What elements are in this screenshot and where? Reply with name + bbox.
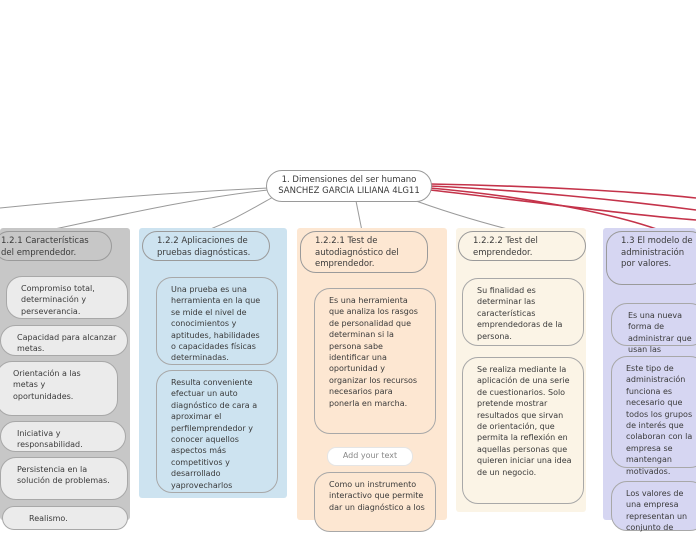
connector-to-column-3 xyxy=(355,200,363,232)
column-1-title-node[interactable]: 1.2.1 Características del emprendedor. xyxy=(0,231,112,261)
column-1-item-4[interactable]: Iniciativa y responsabilidad. xyxy=(0,421,126,452)
column-5-title-node[interactable]: 1.3 El modelo de administración por valo… xyxy=(606,231,696,285)
root-author: SANCHEZ GARCIA LILIANA 4LG11 xyxy=(278,186,420,196)
root-title: 1. Dimensiones del ser humano xyxy=(281,175,417,185)
column-5-title: 1.3 El modelo de administración por valo… xyxy=(621,236,693,269)
column-3-title-node[interactable]: 1.2.2.1 Test de autodiagnóstico del empr… xyxy=(300,231,428,273)
column-1-item-6[interactable]: Realismo. xyxy=(2,506,128,530)
column-4-item-2[interactable]: Se realiza mediante la aplicación de una… xyxy=(462,357,584,504)
column-2-item-2[interactable]: Resulta conveniente efectuar un auto dia… xyxy=(156,370,278,493)
connector-to-column-4 xyxy=(407,197,516,232)
column-1-item-3[interactable]: Orientación a las metas y oportunidades. xyxy=(0,361,118,416)
connector-to-column-2 xyxy=(204,195,276,232)
column-3-item-1[interactable]: Es una herramienta que analiza los rasgo… xyxy=(314,288,436,434)
column-2-title-node[interactable]: 1.2.2 Aplicaciones de pruebas diagnóstic… xyxy=(142,231,270,261)
add-text-placeholder[interactable]: Add your text xyxy=(327,447,413,466)
column-4-title: 1.2.2.2 Test del emprendedor. xyxy=(473,236,538,258)
connector-to-column-1-head xyxy=(39,189,269,233)
connector-to-column-1 xyxy=(0,187,269,209)
connector-red-4 xyxy=(429,183,696,199)
connector-red-1 xyxy=(429,185,696,211)
column-5-item-2[interactable]: Este tipo de administración funciona es … xyxy=(611,356,696,476)
column-2-title: 1.2.2 Aplicaciones de pruebas diagnóstic… xyxy=(157,236,251,258)
column-1-title: 1.2.1 Características del emprendedor. xyxy=(1,236,89,258)
column-4-item-1[interactable]: Su finalidad es determinar las caracterí… xyxy=(462,278,584,346)
root-node[interactable]: 1. Dimensiones del ser humano SANCHEZ GA… xyxy=(266,170,432,202)
column-3-title: 1.2.2.1 Test de autodiagnóstico del empr… xyxy=(315,236,399,269)
column-1-item-2[interactable]: Capacidad para alcanzar metas. xyxy=(0,325,128,356)
column-1-item-1[interactable]: Compromiso total, determinación y persev… xyxy=(6,276,128,319)
column-3-item-2[interactable]: Como un instrumento interactivo que perm… xyxy=(314,472,436,532)
column-5-item-3[interactable]: Los valores de una empresa representan u… xyxy=(611,481,696,532)
connector-red-3 xyxy=(429,189,696,221)
column-2-item-1[interactable]: Una prueba es una herramienta en la que … xyxy=(156,277,278,365)
column-5-item-1[interactable]: Es una nueva forma de administrar que us… xyxy=(611,303,696,366)
column-1-item-5[interactable]: Persistencia en la solución de problemas… xyxy=(0,457,128,500)
column-4-title-node[interactable]: 1.2.2.2 Test del emprendedor. xyxy=(458,231,586,261)
